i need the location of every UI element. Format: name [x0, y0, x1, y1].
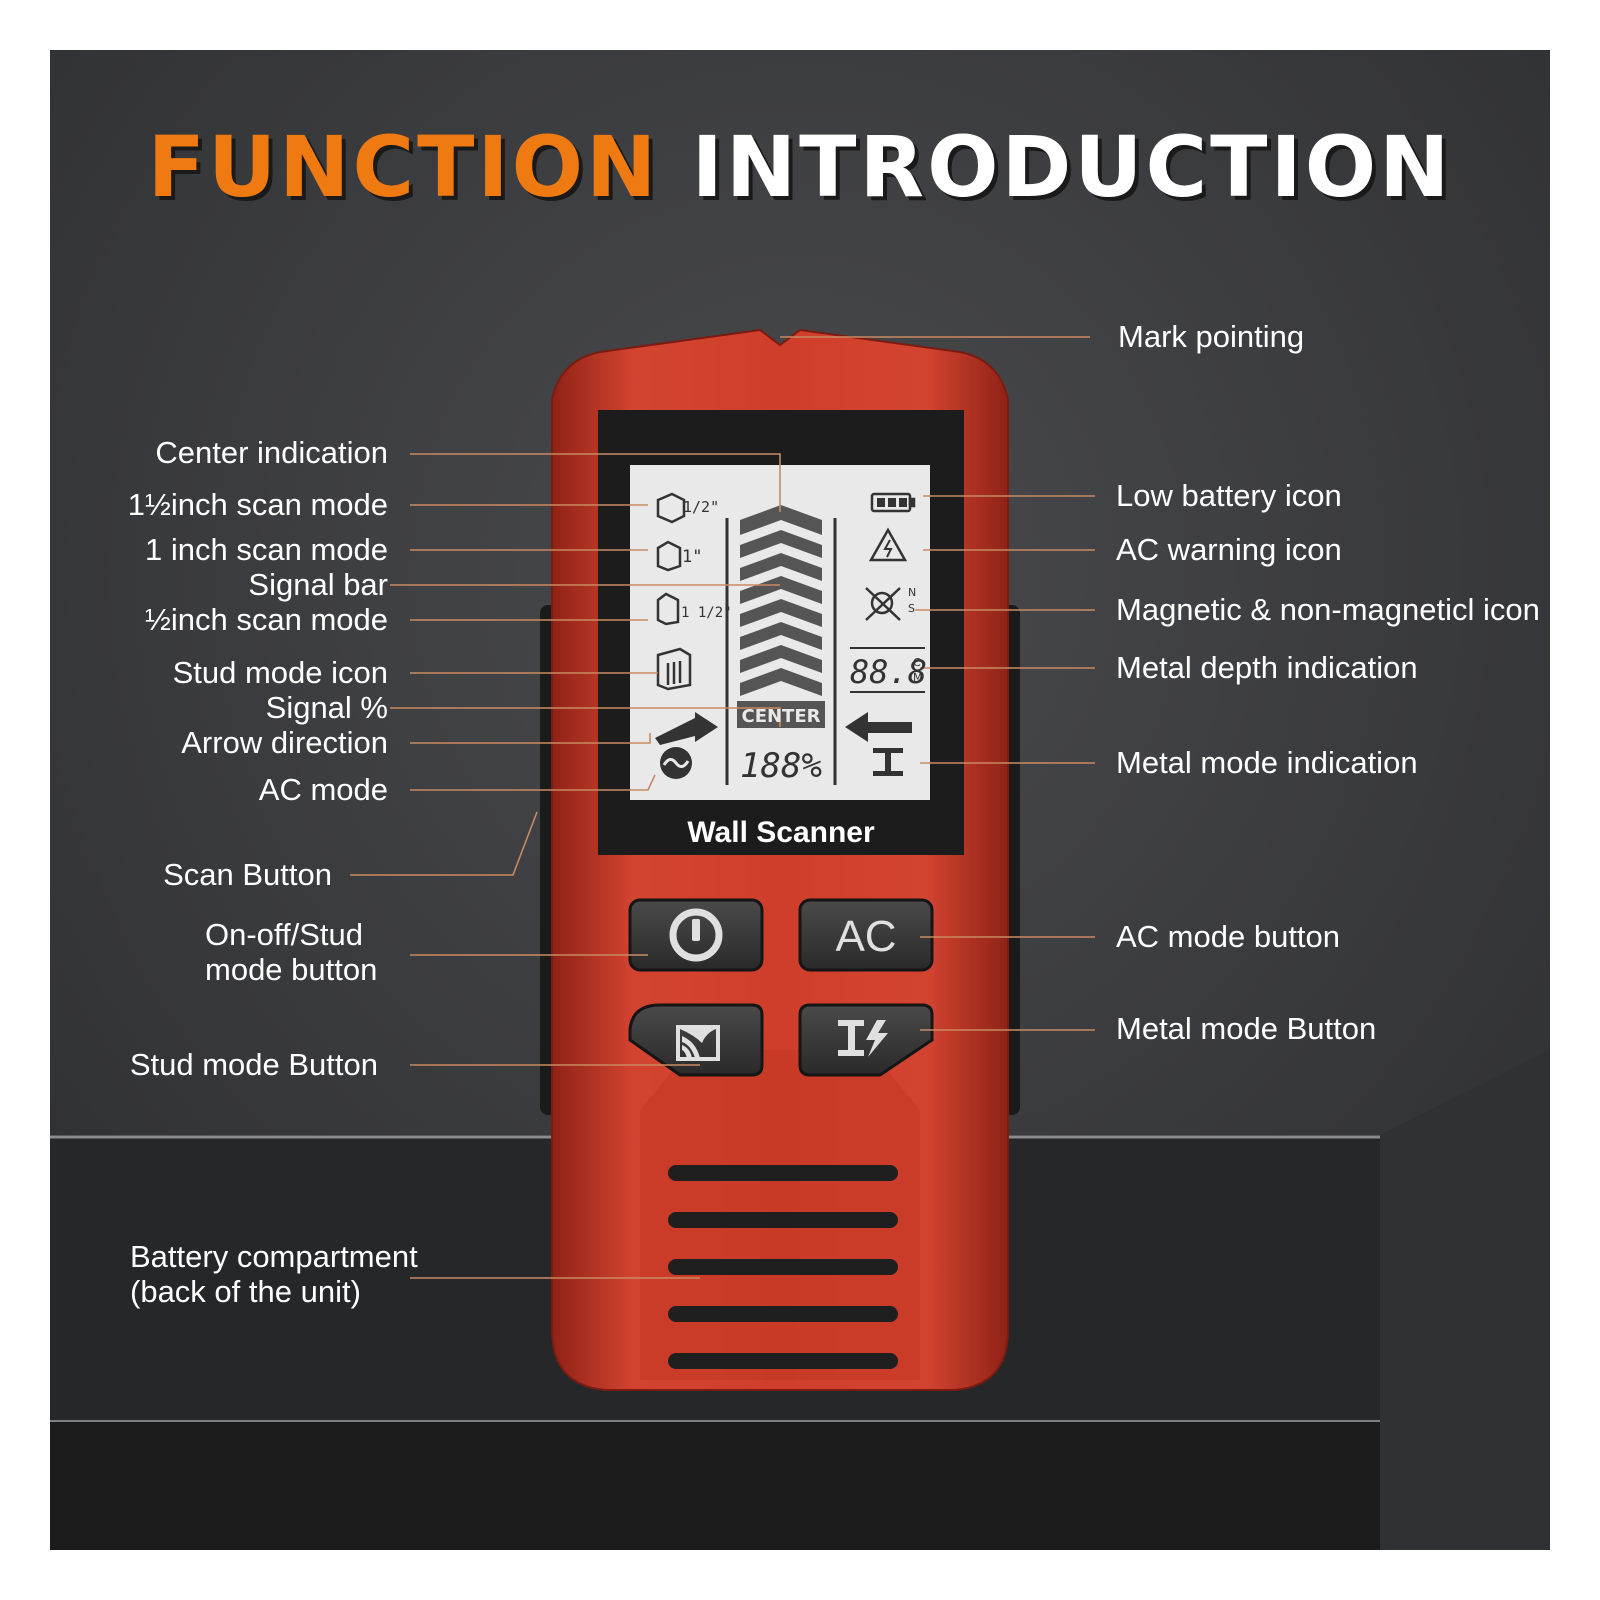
signal-bar-graphic	[740, 505, 822, 696]
scan-mode-icons	[656, 492, 692, 691]
metal-bolt-icon	[838, 1020, 888, 1057]
label-battery-compartment: Battery compartment (back of the unit)	[130, 1239, 418, 1309]
lcd-depth-digits: 88.8	[850, 653, 927, 691]
lcd-mag-n: N	[908, 586, 916, 599]
brand-label: Wall Scanner	[687, 816, 875, 849]
lcd-mode-one: 1"	[682, 547, 702, 567]
label-metal-mode-indication: Metal mode indication	[1116, 745, 1418, 780]
table-front	[50, 1420, 1380, 1550]
stud-scan-icon	[676, 1025, 720, 1061]
label-onehalf-inch-scan-mode: 1½inch scan mode	[127, 487, 388, 522]
metal-mode-lcd-icon	[873, 748, 903, 776]
label-half-inch-scan-mode: ½inch scan mode	[145, 602, 388, 637]
leader-lines	[350, 336, 1095, 1279]
ac-mode-lcd-icon	[660, 747, 692, 779]
label-scan-button: Scan Button	[163, 857, 332, 892]
page-title: FUNCTION INTRODUCTION	[0, 118, 1600, 216]
direction-arrows	[655, 712, 912, 745]
label-onoff-line2: mode button	[205, 951, 378, 987]
label-metal-mode-button: Metal mode Button	[1116, 1011, 1377, 1046]
battery-grille	[668, 1165, 898, 1369]
lcd-mode-half: 1/2"	[683, 498, 719, 516]
label-onoff-stud-mode-button: On-off/Stud mode button	[205, 917, 378, 987]
label-stud-mode-button: Stud mode Button	[129, 1047, 378, 1082]
ac-button-label: AC	[835, 912, 896, 961]
ac-mode-button-body[interactable]	[798, 898, 934, 972]
label-signal-percent: Signal %	[265, 690, 388, 725]
label-metal-depth-indication: Metal depth indication	[1116, 650, 1418, 685]
label-arrow-direction: Arrow direction	[181, 725, 388, 760]
metal-mode-button-body[interactable]	[798, 1003, 934, 1077]
label-battery-line2: (back of the unit)	[130, 1273, 361, 1309]
lcd-mode-onehalf: 1 1/2"	[681, 605, 732, 621]
battery-lcd-icon	[870, 492, 916, 513]
label-signal-bar: Signal bar	[248, 567, 388, 602]
label-ac-warning-icon: AC warning icon	[1116, 532, 1342, 567]
title-word-introduction: INTRODUCTION	[691, 118, 1453, 216]
label-low-battery-icon: Low battery icon	[1116, 478, 1342, 513]
label-magnetic-icon: Magnetic & non-magneticl icon	[1116, 592, 1540, 627]
ac-warning-lcd-icon	[868, 527, 908, 562]
label-stud-mode-icon: Stud mode icon	[172, 655, 388, 690]
label-center-indication: Center indication	[155, 435, 388, 470]
center-indicator-box	[737, 701, 825, 728]
title-word-function: FUNCTION	[147, 118, 660, 216]
lcd-mag-s: S	[908, 602, 915, 615]
stud-mode-button-body[interactable]	[628, 1003, 764, 1077]
label-ac-mode: AC mode	[258, 772, 388, 807]
lcd-depth-unit-c: C	[913, 656, 921, 669]
label-one-inch-scan-mode: 1 inch scan mode	[145, 532, 388, 567]
lcd-depth-unit-m: M	[913, 671, 923, 684]
magnetic-lcd-icon	[865, 587, 901, 621]
label-ac-mode-button: AC mode button	[1116, 919, 1341, 954]
power-stud-button[interactable]	[628, 898, 764, 972]
label-battery-line1: Battery compartment	[130, 1239, 418, 1274]
label-onoff-line1: On-off/Stud	[205, 917, 363, 952]
stud-icon-shape	[656, 647, 692, 691]
label-mark-pointing: Mark pointing	[1118, 319, 1305, 354]
wall-scanner-device	[540, 328, 1020, 1391]
lcd-center-text: CENTER	[741, 706, 820, 727]
lcd-signal-percent: 188%	[740, 746, 822, 786]
